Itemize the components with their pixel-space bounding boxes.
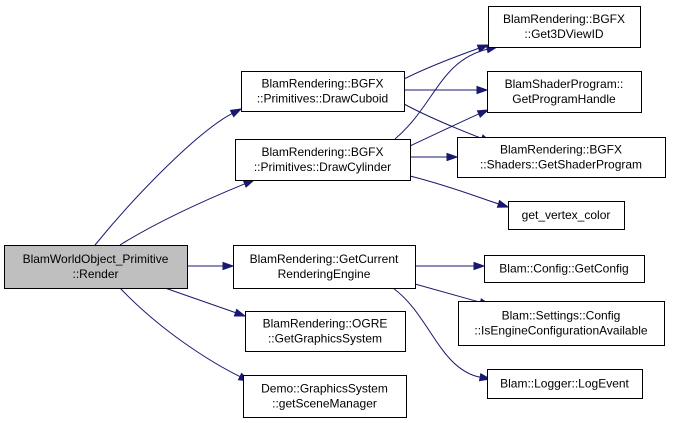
- node-box[interactable]: [484, 255, 645, 283]
- arrowhead-icon: [222, 261, 235, 271]
- node-box[interactable]: [4, 245, 188, 289]
- edge-render-to-get_current_engine: [187, 261, 235, 271]
- node-label-line: Demo::GraphicsSystem: [261, 382, 388, 396]
- edge-draw_cuboid-to-program_handle: [404, 85, 489, 95]
- node-label-line: BlamRendering::BGFX: [500, 143, 622, 157]
- node-ogre-graphics-system[interactable]: BlamRendering::OGRE::GetGraphicsSystem: [245, 311, 406, 352]
- edge-line: [394, 48, 489, 140]
- node-label-line: BlamRendering::BGFX: [261, 145, 383, 159]
- node-label-line: GetProgramHandle: [512, 92, 616, 106]
- edge-line: [403, 47, 480, 80]
- edge-render-to-scene_manager: [119, 287, 251, 382]
- edge-render-to-draw_cylinder: [119, 179, 256, 246]
- node-label-line: Blam::Config::GetConfig: [499, 262, 628, 276]
- node-program-handle[interactable]: BlamShaderProgram::GetProgramHandle: [487, 71, 642, 113]
- edge-line: [119, 182, 246, 246]
- edges-layer: [94, 44, 510, 382]
- node-box[interactable]: [243, 375, 407, 418]
- node-draw-cylinder[interactable]: BlamRendering::BGFX::Primitives::DrawCyl…: [235, 139, 411, 181]
- node-label-line: BlamWorldObject_Primitive: [23, 252, 169, 266]
- node-engine-config-available[interactable]: Blam::Settings::Config::IsEngineConfigur…: [458, 301, 665, 346]
- node-label-line: ::getSceneManager: [272, 397, 377, 411]
- arrowhead-icon: [473, 261, 486, 271]
- node-box[interactable]: [488, 6, 641, 48]
- node-label-line: BlamRendering::BGFX: [503, 12, 625, 26]
- arrowhead-icon: [229, 108, 243, 118]
- node-box[interactable]: [487, 71, 642, 113]
- nodes-layer: BlamWorldObject_Primitive::RenderBlamRen…: [4, 6, 666, 418]
- arrowhead-icon: [242, 179, 256, 188]
- node-scene-manager[interactable]: Demo::GraphicsSystem::getSceneManager: [243, 375, 407, 418]
- node-label-line: Blam::Settings::Config: [502, 309, 621, 323]
- node-box[interactable]: [235, 139, 411, 181]
- arrowhead-icon: [476, 109, 490, 119]
- node-render[interactable]: BlamWorldObject_Primitive::Render: [4, 245, 188, 289]
- arrowhead-icon: [496, 199, 510, 208]
- arrowhead-icon: [233, 308, 247, 317]
- node-get-3d-view-id[interactable]: BlamRendering::BGFX::Get3DViewID: [488, 6, 641, 48]
- node-draw-cuboid[interactable]: BlamRendering::BGFX::Primitives::DrawCub…: [241, 71, 405, 112]
- edge-line: [164, 287, 237, 314]
- node-label-line: Blam::Logger::LogEvent: [500, 377, 629, 391]
- edge-draw_cylinder-to-vertex_color: [409, 175, 510, 208]
- node-label-line: ::Shaders::GetShaderProgram: [480, 158, 642, 172]
- node-box[interactable]: [508, 201, 625, 230]
- node-label-line: ::Primitives::DrawCuboid: [257, 92, 388, 106]
- node-get-config[interactable]: Blam::Config::GetConfig: [484, 255, 645, 283]
- edge-render-to-ogre_graphics_system: [164, 287, 247, 317]
- node-label-line: get_vertex_color: [522, 208, 611, 222]
- edge-line: [392, 287, 482, 378]
- node-box[interactable]: [241, 71, 405, 112]
- edge-line: [94, 112, 234, 246]
- node-label-line: ::Get3DViewID: [524, 27, 603, 41]
- node-shader-program[interactable]: BlamRendering::BGFX::Shaders::GetShaderP…: [457, 137, 666, 178]
- node-label-line: RenderingEngine: [278, 267, 371, 281]
- edge-line: [403, 103, 483, 140]
- node-label-line: ::Primitives::DrawCylinder: [254, 160, 391, 174]
- edge-line: [414, 283, 482, 304]
- edge-draw_cuboid-to-shader_program: [403, 103, 493, 143]
- node-label-line: ::Render: [72, 267, 118, 281]
- node-box[interactable]: [245, 311, 406, 352]
- edge-line: [119, 287, 242, 378]
- edge-draw_cylinder-to-get_3d_view_id: [394, 45, 499, 140]
- node-label-line: ::IsEngineConfigurationAvailable: [474, 324, 648, 338]
- node-box[interactable]: [487, 369, 643, 399]
- arrowhead-icon: [446, 152, 459, 162]
- node-log-event[interactable]: Blam::Logger::LogEvent: [487, 369, 643, 399]
- edge-draw_cylinder-to-shader_program: [410, 152, 459, 162]
- node-label-line: BlamRendering::OGRE: [263, 317, 388, 331]
- arrowhead-icon: [476, 85, 489, 95]
- edge-draw_cylinder-to-program_handle: [409, 109, 490, 147]
- edge-render-to-draw_cuboid: [94, 108, 243, 246]
- edge-line: [409, 175, 500, 205]
- node-label-line: BlamRendering::GetCurrent: [250, 252, 399, 266]
- arrowhead-icon: [476, 44, 490, 53]
- edge-draw_cuboid-to-get_3d_view_id: [403, 44, 490, 80]
- edge-get_current_engine-to-get_config: [415, 261, 486, 271]
- edge-line: [409, 113, 480, 147]
- node-box[interactable]: [233, 245, 416, 289]
- node-label-line: BlamShaderProgram::: [505, 77, 624, 91]
- node-box[interactable]: [457, 137, 666, 178]
- node-box[interactable]: [458, 301, 665, 346]
- node-label-line: ::GetGraphicsSystem: [268, 332, 382, 346]
- node-vertex-color[interactable]: get_vertex_color: [508, 201, 625, 230]
- node-label-line: BlamRendering::BGFX: [261, 77, 383, 91]
